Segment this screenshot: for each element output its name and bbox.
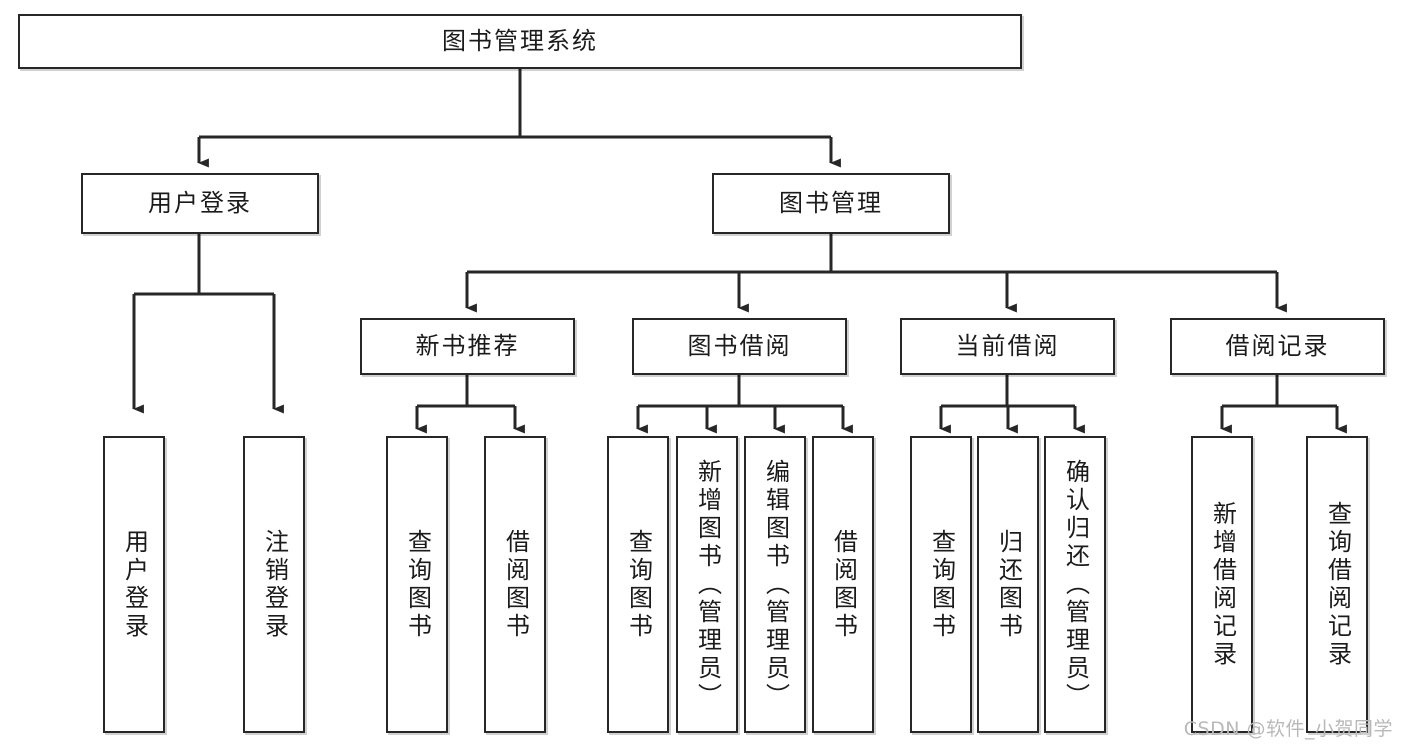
node-leaf-borrow-book-2-label: 借阅图书	[829, 528, 858, 641]
node-book-manage[interactable]: 图书管理	[712, 173, 950, 234]
node-leaf-borrow-book-1[interactable]: 借阅图书	[484, 436, 546, 733]
node-leaf-add-record[interactable]: 新增借阅记录	[1191, 436, 1253, 733]
node-leaf-logout[interactable]: 注销登录	[243, 436, 305, 733]
node-leaf-query-book-2[interactable]: 查询图书	[607, 436, 669, 733]
node-new-book-rec[interactable]: 新书推荐	[360, 318, 575, 375]
node-borrow-record-label: 借阅记录	[1225, 332, 1330, 361]
node-new-book-rec-label: 新书推荐	[415, 332, 520, 361]
node-current-borrow[interactable]: 当前借阅	[900, 318, 1115, 375]
node-leaf-query-book-2-label: 查询图书	[624, 528, 653, 641]
node-leaf-confirm-return[interactable]: 确认归还（管理员）	[1044, 436, 1106, 733]
node-book-borrow-label: 图书借阅	[687, 332, 792, 361]
node-leaf-query-book-1-label: 查询图书	[403, 528, 432, 641]
node-leaf-confirm-return-label: 确认归还（管理员）	[1061, 458, 1090, 711]
node-leaf-user-login[interactable]: 用户登录	[103, 436, 165, 733]
node-leaf-add-book-label: 新增图书（管理员）	[693, 458, 722, 711]
node-leaf-add-record-label: 新增借阅记录	[1208, 500, 1237, 669]
node-leaf-return-book-label: 归还图书	[994, 528, 1023, 641]
node-leaf-edit-book-label: 编辑图书（管理员）	[761, 458, 790, 711]
node-borrow-record[interactable]: 借阅记录	[1170, 318, 1385, 375]
node-leaf-add-book[interactable]: 新增图书（管理员）	[676, 436, 738, 733]
node-leaf-query-book-3-label: 查询图书	[927, 528, 956, 641]
node-book-borrow[interactable]: 图书借阅	[632, 318, 847, 375]
node-leaf-edit-book[interactable]: 编辑图书（管理员）	[744, 436, 806, 733]
csdn-watermark: CSDN @软件_小贺同学	[1183, 718, 1393, 740]
node-leaf-user-login-label: 用户登录	[120, 528, 149, 641]
node-user-login-label: 用户登录	[148, 189, 252, 218]
node-leaf-query-book-1[interactable]: 查询图书	[386, 436, 448, 733]
node-leaf-return-book[interactable]: 归还图书	[977, 436, 1039, 733]
node-user-login[interactable]: 用户登录	[81, 173, 319, 234]
node-book-manage-label: 图书管理	[779, 189, 883, 218]
node-root[interactable]: 图书管理系统	[18, 14, 1022, 69]
node-leaf-query-record[interactable]: 查询借阅记录	[1306, 436, 1368, 733]
node-current-borrow-label: 当前借阅	[955, 332, 1060, 361]
node-leaf-query-record-label: 查询借阅记录	[1323, 500, 1352, 669]
node-leaf-query-book-3[interactable]: 查询图书	[910, 436, 972, 733]
node-root-label: 图书管理系统	[442, 27, 598, 56]
node-leaf-borrow-book-2[interactable]: 借阅图书	[812, 436, 874, 733]
node-leaf-logout-label: 注销登录	[260, 528, 289, 641]
node-leaf-borrow-book-1-label: 借阅图书	[501, 528, 530, 641]
